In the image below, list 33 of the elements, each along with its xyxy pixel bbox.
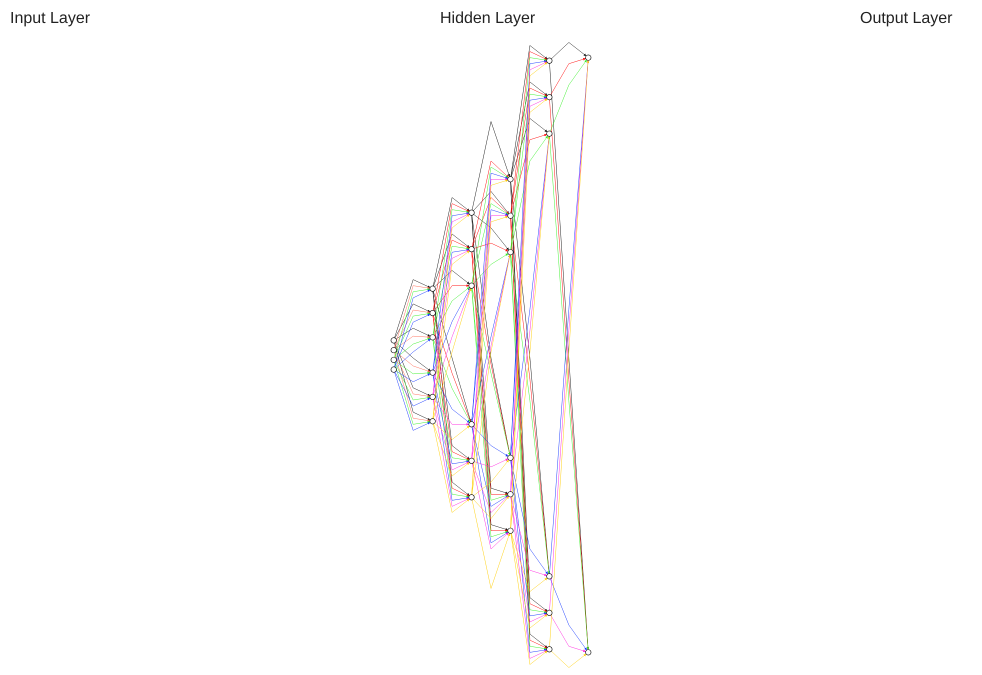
node-circle	[390, 366, 397, 373]
layer-label: Input Layer	[10, 10, 90, 28]
node-circle	[585, 54, 592, 61]
node-circle	[546, 646, 552, 652]
node-circle	[430, 394, 436, 400]
node-circle	[507, 528, 514, 534]
node-circle	[546, 573, 552, 580]
node-circle	[507, 212, 514, 219]
node-circle	[468, 458, 475, 464]
layer-label: Hidden Layer	[440, 10, 536, 28]
node-circle	[468, 246, 475, 252]
layer-label: Output Layer	[860, 10, 952, 28]
node-circle	[430, 418, 436, 424]
node-circle	[585, 649, 592, 656]
node-circle	[468, 421, 475, 428]
node-circle	[430, 310, 436, 316]
node-circle	[390, 347, 397, 354]
node-circle	[507, 176, 514, 182]
node-circle	[546, 610, 552, 616]
node-circle	[546, 130, 552, 137]
node-circle	[546, 58, 552, 64]
node-circle	[430, 334, 436, 340]
node-circle	[507, 249, 514, 256]
node-circle	[468, 210, 475, 216]
node-circle	[430, 286, 436, 292]
node-circle	[468, 282, 475, 289]
node-circle	[507, 491, 514, 498]
node-circle	[507, 454, 514, 461]
node-circle	[390, 356, 397, 363]
node-circle	[546, 94, 552, 100]
node-circle	[390, 337, 397, 344]
node-circle	[430, 370, 436, 376]
node-circle	[468, 494, 475, 500]
